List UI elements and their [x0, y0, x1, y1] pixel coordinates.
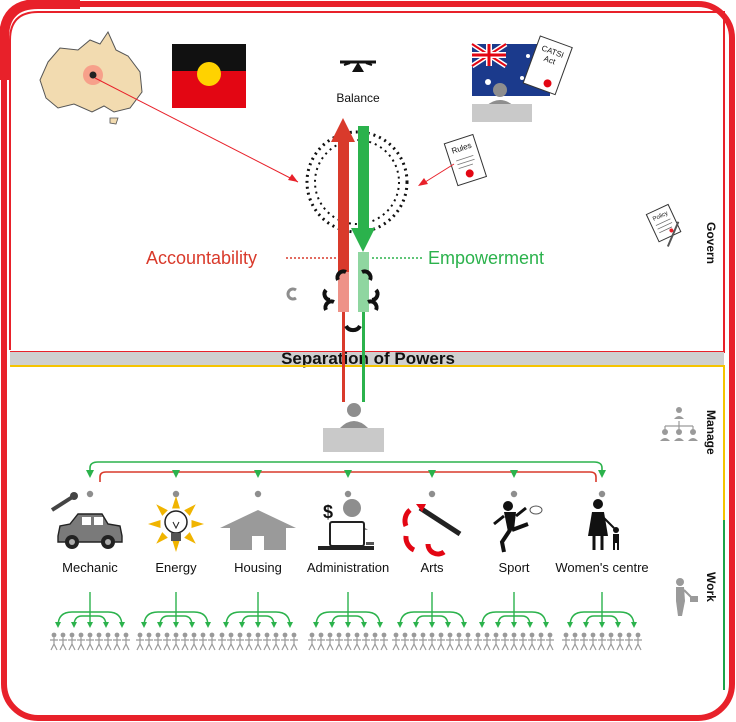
empowerment-lower-line	[362, 312, 365, 402]
empowerment-branch-line	[89, 461, 603, 474]
department-node	[344, 490, 352, 498]
worker-team	[561, 592, 643, 651]
manage-region-border	[10, 365, 725, 520]
branch-arrowhead	[598, 470, 606, 478]
separation-label: Separation of Powers	[281, 349, 455, 368]
accountability-label: Accountability	[146, 248, 257, 268]
department-label: Arts	[420, 560, 444, 575]
department-label: Women's centre	[555, 560, 648, 575]
department-label: Mechanic	[62, 560, 118, 575]
manager-desk-icon	[323, 403, 384, 452]
department-energy: Energy	[148, 496, 204, 575]
hierarchy-icon	[660, 407, 698, 441]
department-node	[172, 490, 180, 498]
branch-arrowhead	[254, 470, 262, 478]
map-connector-arrowhead	[288, 174, 298, 182]
separation-band	[10, 352, 724, 366]
department-node	[598, 490, 606, 498]
aboriginal-flag-icon	[172, 44, 246, 108]
govern-label: Govern	[704, 222, 718, 264]
accountability-arrow-shaft	[338, 140, 349, 272]
catsi-act-line2: Act	[543, 54, 558, 67]
map-connector	[94, 77, 299, 183]
worker-icon	[676, 578, 698, 616]
rules-card: Rules	[443, 133, 488, 187]
worker-team	[49, 592, 131, 651]
manage-label: Manage	[704, 410, 718, 455]
worker-team	[391, 592, 473, 651]
department-administration: $ Administration	[307, 499, 389, 575]
department-node	[86, 490, 94, 498]
balance-icon	[340, 60, 376, 72]
govern-region-border	[9, 11, 725, 353]
small-bracket-icon	[286, 287, 297, 301]
rules-connector-arrowhead	[418, 178, 428, 186]
lower-region-edge	[9, 366, 700, 709]
accountability-lower-line	[342, 312, 345, 402]
council-brackets-icon	[322, 269, 380, 333]
empowerment-pale-shaft	[358, 252, 369, 312]
empowerment-arrow-shaft	[358, 126, 369, 230]
accountability-arrowhead	[331, 118, 355, 142]
svg-text:$: $	[323, 502, 333, 522]
balance-label: Balance	[336, 91, 380, 105]
worker-team	[135, 592, 217, 651]
empowerment-label: Empowerment	[428, 248, 544, 268]
department-label: Energy	[155, 560, 197, 575]
worker-team	[307, 592, 389, 651]
light-bulb-icon	[148, 496, 204, 552]
branch-arrowhead	[172, 470, 180, 478]
paintbrush-icon	[402, 504, 462, 557]
worker-team	[217, 592, 299, 651]
car-icon	[50, 492, 123, 549]
mother-child-icon	[588, 499, 619, 550]
branch-arrowhead	[86, 470, 94, 478]
computer-desk-icon: $	[318, 499, 374, 550]
catsi-act-card: CATSI Act	[522, 35, 573, 96]
department-women-s-centre: Women's centre	[555, 499, 649, 575]
department-label: Administration	[307, 560, 389, 575]
department-label: Sport	[498, 560, 529, 575]
accountability-pale-shaft	[338, 272, 349, 312]
departments-row: Mechanic Energy Housing $ Administration Arts…	[50, 490, 649, 575]
worker-team	[473, 592, 555, 651]
department-housing: Housing	[220, 510, 296, 575]
government-official-icon	[472, 83, 532, 122]
department-node	[428, 490, 436, 498]
corner-accent	[0, 0, 80, 80]
australia-map-icon	[39, 30, 143, 125]
work-label: Work	[704, 572, 718, 602]
manager-branches	[86, 461, 606, 482]
department-label: Housing	[234, 560, 282, 575]
branch-arrowhead	[428, 470, 436, 478]
department-arts: Arts	[402, 504, 462, 575]
branch-arrowhead	[510, 470, 518, 478]
department-node	[510, 490, 518, 498]
department-node	[254, 490, 262, 498]
council-dotted-circle-inner	[314, 139, 400, 225]
empowerment-arrowhead	[351, 228, 375, 252]
house-icon	[220, 510, 296, 550]
workers-row	[49, 592, 643, 651]
policy-card-icon: Policy	[645, 203, 682, 247]
branch-arrowhead	[344, 470, 352, 478]
rules-connector	[421, 163, 455, 185]
department-mechanic: Mechanic	[50, 492, 123, 575]
department-sport: Sport	[493, 501, 543, 575]
soccer-player-icon	[493, 501, 543, 553]
